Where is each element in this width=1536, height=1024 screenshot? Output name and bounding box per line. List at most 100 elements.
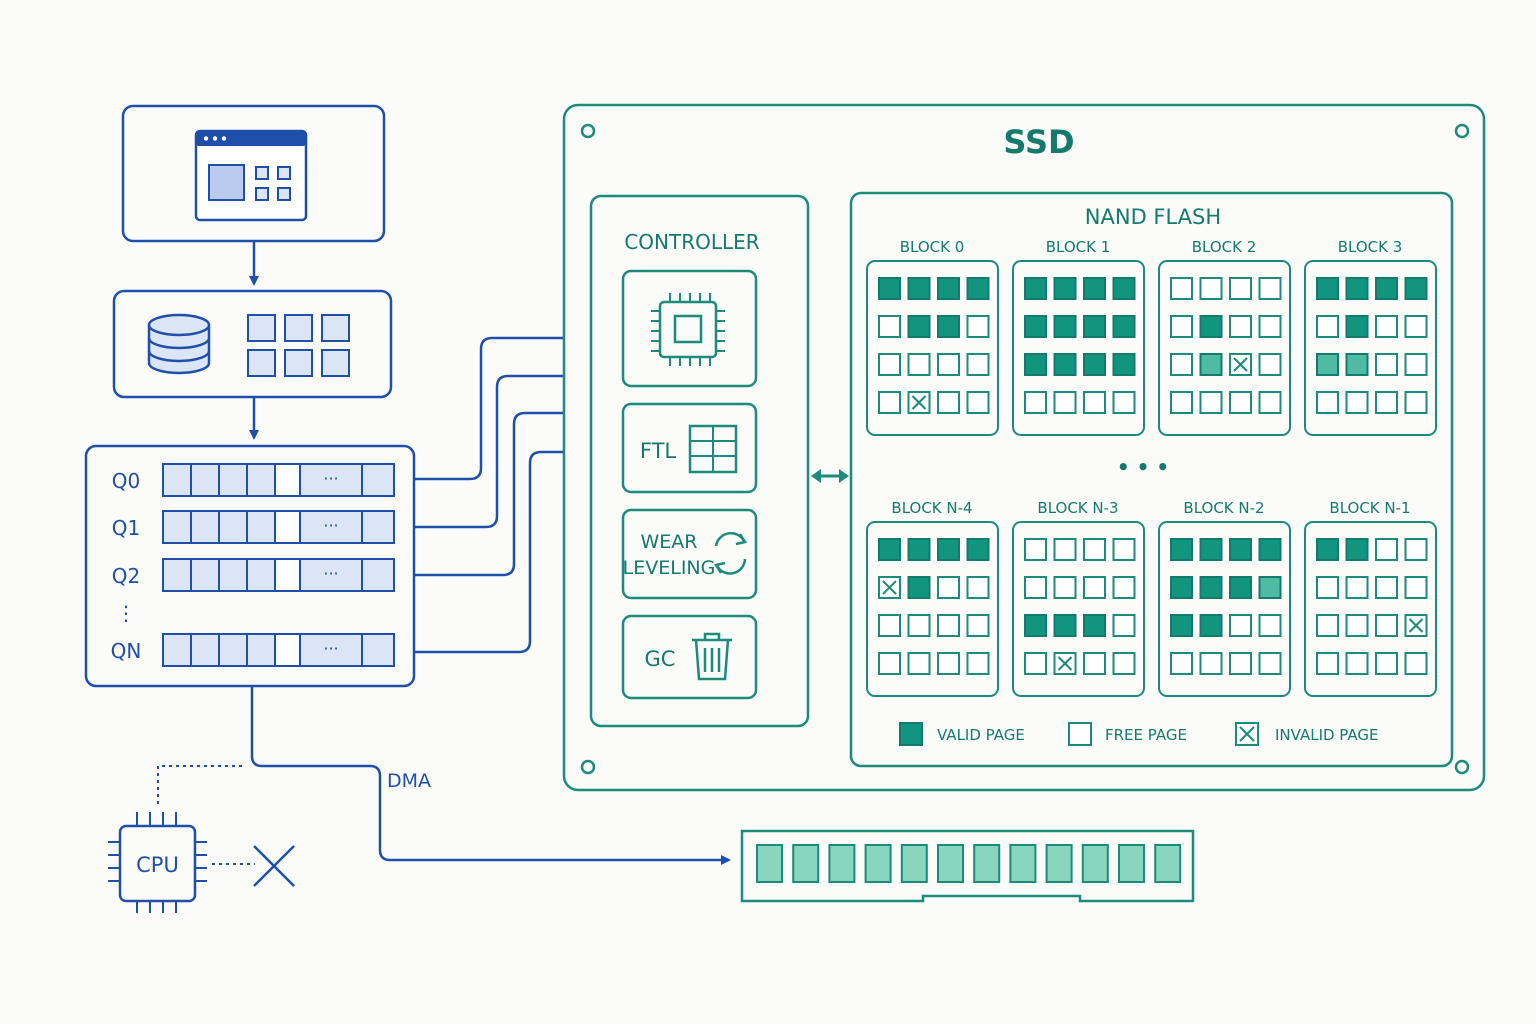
legend-label: INVALID PAGE — [1275, 726, 1379, 744]
queue-slot — [190, 558, 220, 592]
free-page — [1316, 315, 1339, 338]
free-page — [1345, 391, 1369, 414]
chip-icon — [651, 293, 725, 366]
nand-block: BLOCK 0 — [866, 238, 999, 436]
valid-page — [937, 277, 960, 300]
valid-page — [1112, 353, 1136, 376]
queue-slot — [218, 510, 248, 544]
memory-module-icon — [740, 829, 1195, 903]
queue-slot-ellipsis: ··· — [323, 516, 338, 535]
valid-page — [1404, 277, 1428, 300]
valid-page — [1375, 277, 1398, 300]
application-window-icon — [194, 129, 308, 222]
valid-page — [1199, 614, 1223, 637]
queue-slot — [361, 510, 395, 544]
valid-page — [1053, 353, 1077, 376]
free-page — [1345, 652, 1369, 675]
dram-chip — [864, 844, 892, 883]
valid-page — [1053, 277, 1077, 300]
valid-page — [937, 315, 960, 338]
valid-page — [907, 538, 931, 561]
nand-block: BLOCK 3 — [1304, 238, 1437, 436]
queue-slot — [162, 510, 192, 544]
dram-chip — [792, 844, 820, 883]
queue-label: ⋮ — [116, 601, 136, 625]
block-label: BLOCK N-3 — [1037, 499, 1118, 517]
block-label: BLOCK 2 — [1192, 238, 1257, 256]
queue-slot — [190, 463, 220, 497]
dram-chip — [973, 844, 1001, 883]
free-page — [937, 576, 960, 599]
free-page — [1024, 576, 1047, 599]
free-page — [1316, 652, 1339, 675]
valid-page — [899, 722, 923, 746]
queue-slot — [246, 633, 276, 667]
queue-slot — [218, 558, 248, 592]
nand-block: BLOCK N-2 — [1158, 499, 1291, 697]
queue-slot — [246, 463, 276, 497]
bidirectional-arrow-icon — [811, 469, 849, 483]
queue-slot-ellipsis: ··· — [323, 639, 338, 658]
queue-row: Q2··· — [112, 558, 395, 592]
valid-page — [1024, 353, 1047, 376]
valid-page — [1316, 538, 1339, 561]
free-page — [878, 315, 901, 338]
free-page — [1316, 614, 1339, 637]
queue-slot — [218, 633, 248, 667]
valid-page — [1083, 353, 1106, 376]
valid-page — [1345, 315, 1369, 338]
wear-label-line2: LEVELING — [623, 557, 716, 579]
free-page — [1170, 652, 1193, 675]
ssd-title: SSD — [1003, 123, 1074, 161]
free-page — [878, 391, 901, 414]
free-page — [1112, 576, 1136, 599]
free-page — [966, 614, 990, 637]
free-page — [937, 652, 960, 675]
queue-slot — [162, 558, 192, 592]
valid-page — [1170, 538, 1193, 561]
trash-icon — [692, 632, 732, 681]
cpu-dotted-link — [157, 765, 242, 806]
cross-icon — [253, 845, 295, 887]
valid-page — [966, 538, 990, 561]
legend-label: VALID PAGE — [937, 726, 1025, 744]
ftl-label: FTL — [640, 439, 677, 463]
valid-page — [1083, 614, 1106, 637]
dma-label: DMA — [387, 770, 431, 792]
queue-row: Q0··· — [112, 463, 395, 497]
queue-label: Q1 — [112, 516, 140, 540]
gc-module: GC — [621, 614, 758, 700]
free-page — [1068, 722, 1092, 746]
free-page — [966, 353, 990, 376]
grid-icon — [247, 314, 350, 377]
queue-row: QN ··· — [111, 633, 395, 667]
free-page — [1375, 576, 1398, 599]
free-page — [1112, 652, 1136, 675]
queue-label: QN — [111, 639, 142, 663]
valid-page — [966, 277, 990, 300]
free-page — [1345, 576, 1369, 599]
free-page — [1199, 391, 1223, 414]
queue-slot — [190, 510, 220, 544]
dram-chip — [900, 844, 928, 883]
free-page — [907, 652, 931, 675]
free-page — [1229, 315, 1252, 338]
legend-item: VALID PAGE — [899, 722, 1025, 746]
free-page — [1170, 315, 1193, 338]
free-page — [1170, 391, 1193, 414]
valid-page — [1316, 353, 1339, 376]
valid-page — [1345, 277, 1369, 300]
queue-slot — [299, 633, 363, 667]
block-label: BLOCK 3 — [1338, 238, 1403, 256]
database-icon — [147, 313, 211, 375]
free-page — [966, 391, 990, 414]
gc-label: GC — [645, 647, 676, 671]
nand-block: BLOCK 2 — [1158, 238, 1291, 436]
free-page — [1375, 391, 1398, 414]
invalid-page — [1235, 722, 1259, 746]
nand-block: BLOCK N-4 — [866, 499, 999, 697]
free-page — [1258, 353, 1282, 376]
block-label: BLOCK N-1 — [1329, 499, 1410, 517]
